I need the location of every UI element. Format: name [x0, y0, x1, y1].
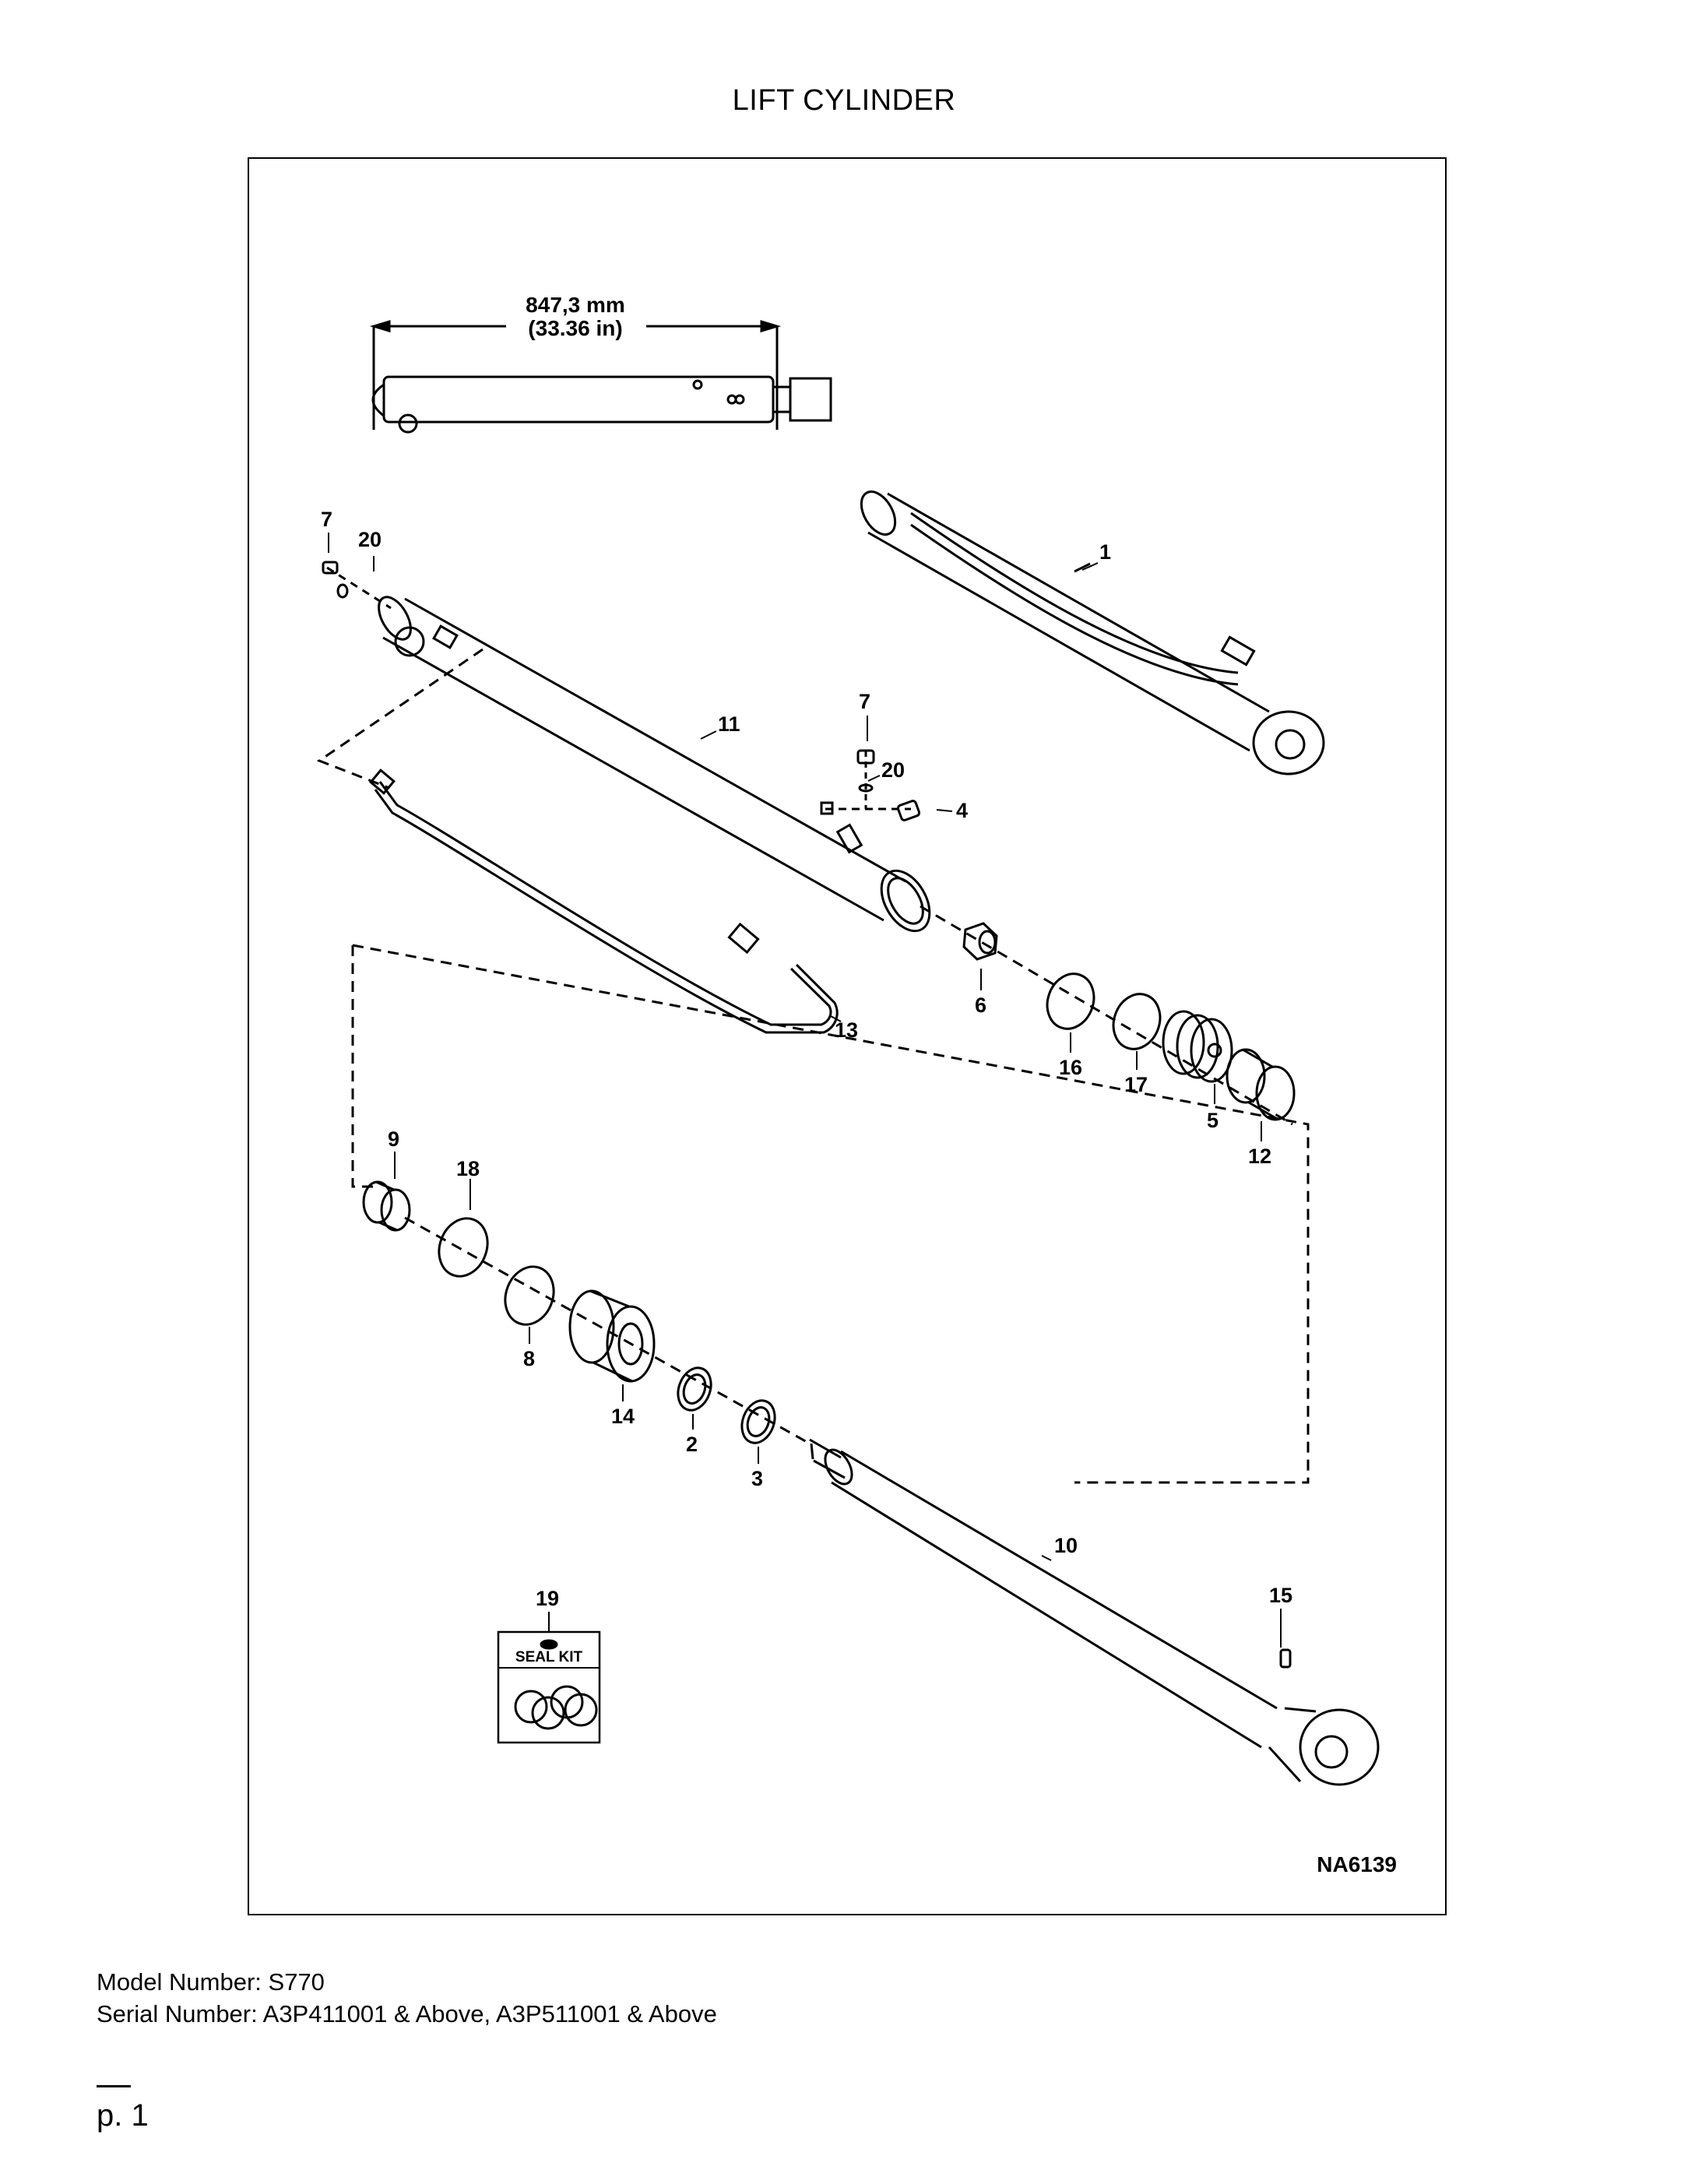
callout-12: 12 [1248, 1145, 1271, 1168]
part-17-ring [1112, 993, 1162, 1050]
part-6-nut [962, 922, 998, 961]
callout-7-top: 7 [321, 508, 332, 531]
part-5-piston [1162, 1010, 1233, 1083]
callout-3: 3 [751, 1467, 763, 1490]
callout-10: 10 [1054, 1534, 1078, 1557]
callout-19: 19 [536, 1587, 559, 1610]
callout-8: 8 [523, 1347, 535, 1370]
callout-16: 16 [1059, 1056, 1082, 1079]
callout-5: 5 [1207, 1109, 1219, 1132]
page-number: p. 1 [97, 2098, 149, 2133]
callout-14: 14 [611, 1405, 635, 1428]
callout-17: 17 [1124, 1073, 1148, 1096]
diagram-frame: 847,3 mm (33.36 in) 1 7 20 11 7 20 4 6 1… [248, 157, 1447, 1915]
part-14-head [568, 1289, 656, 1383]
dimension-imperial: (33.36 in) [528, 316, 622, 340]
leader-lines [328, 533, 1282, 1648]
callout-15: 15 [1269, 1584, 1292, 1607]
part-3-seal [740, 1399, 776, 1444]
callout-20-top: 20 [358, 528, 382, 551]
callout-13: 13 [835, 1018, 858, 1042]
page-number-rule [97, 2085, 131, 2087]
model-number: Model Number: S770 [97, 1968, 325, 1996]
dimension-metric: 847,3 mm [526, 293, 625, 317]
dimension-view [369, 319, 832, 434]
callout-6: 6 [975, 994, 986, 1017]
part-2-seal [677, 1366, 712, 1412]
callout-4: 4 [956, 799, 968, 822]
callout-11: 11 [718, 712, 740, 736]
port-fittings [322, 561, 921, 821]
part-11-barrel [378, 596, 931, 933]
serial-number: Serial Number: A3P411001 & Above, A3P511… [97, 2000, 717, 2027]
callout-18: 18 [456, 1157, 480, 1180]
callout-1: 1 [1099, 540, 1111, 564]
part-18-ring [438, 1217, 489, 1278]
seal-kit-label: SEAL KIT [515, 1649, 583, 1665]
page-title: LIFT CYLINDER [732, 84, 956, 117]
exploded-parts-diagram: 847,3 mm (33.36 in) 1 7 20 11 7 20 4 6 1… [316, 293, 1397, 1876]
part-9-wiper [362, 1180, 411, 1232]
part-1-assembled-cylinder [860, 491, 1325, 775]
part-8-ring [504, 1265, 555, 1326]
footer-info: Model Number: S770 Serial Number: A3P411… [97, 1966, 717, 2030]
callout-9: 9 [388, 1127, 399, 1151]
figure-code: NA6139 [1317, 1852, 1397, 1876]
callout-20-mid: 20 [881, 758, 905, 782]
part-12-bushing [1226, 1048, 1296, 1121]
callout-2: 2 [686, 1433, 698, 1456]
tube-connector-line [316, 648, 484, 790]
part-10-rod [809, 1438, 1380, 1786]
callout-7-mid: 7 [859, 690, 870, 713]
part-16-ring [1046, 972, 1095, 1030]
